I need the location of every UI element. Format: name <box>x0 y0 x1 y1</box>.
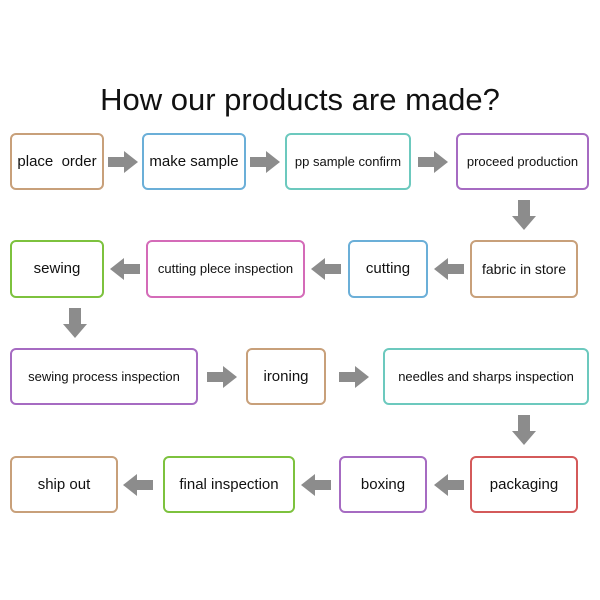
arrow-down-icon <box>512 200 536 230</box>
step-label: pp sample confirm <box>294 153 402 169</box>
step-pp-sample-confirm: pp sample confirm <box>285 133 411 190</box>
arrow-down-icon <box>512 415 536 445</box>
step-cutting: cutting <box>348 240 428 298</box>
step-label: final inspection <box>179 475 279 493</box>
step-proceed-production: proceed production <box>456 133 589 190</box>
step-fabric-in-store: fabric in store <box>470 240 578 298</box>
arrow-left-icon <box>123 474 153 496</box>
step-label: cutting plece inspection <box>157 261 294 276</box>
step-ship-out: ship out <box>10 456 118 513</box>
arrow-right-icon <box>108 151 138 173</box>
arrow-down-icon <box>63 308 87 338</box>
step-label: place order <box>17 152 97 170</box>
step-make-sample: make sample <box>142 133 246 190</box>
step-label: make sample <box>149 152 239 170</box>
step-place-order: place order <box>10 133 104 190</box>
step-label: sewing <box>33 260 81 277</box>
step-final-inspection: final inspection <box>163 456 295 513</box>
step-cutting-piece-inspection: cutting plece inspection <box>146 240 305 298</box>
step-needles-sharps-inspection: needles and sharps inspection <box>383 348 589 405</box>
step-label: cutting <box>365 260 411 277</box>
diagram-title: How our products are made? <box>100 82 500 117</box>
step-label: fabric in store <box>481 261 567 277</box>
arrow-left-icon <box>434 258 464 280</box>
arrow-right-icon <box>250 151 280 173</box>
step-packaging: packaging <box>470 456 578 513</box>
step-boxing: boxing <box>339 456 427 513</box>
arrow-left-icon <box>301 474 331 496</box>
step-label: sewing process inspection <box>28 368 180 384</box>
step-label: boxing <box>360 475 406 493</box>
arrow-left-icon <box>311 258 341 280</box>
step-sewing-process-inspection: sewing process inspection <box>10 348 198 405</box>
step-sewing: sewing <box>10 240 104 298</box>
step-label: ship out <box>37 475 91 493</box>
arrow-left-icon <box>110 258 140 280</box>
step-label: proceed production <box>466 153 579 169</box>
step-label: needles and sharps inspection <box>398 368 574 384</box>
step-ironing: ironing <box>246 348 326 405</box>
arrow-right-icon <box>339 366 369 388</box>
arrow-left-icon <box>434 474 464 496</box>
step-label: ironing <box>263 367 309 385</box>
step-label: packaging <box>489 475 559 493</box>
arrow-right-icon <box>207 366 237 388</box>
arrow-right-icon <box>418 151 448 173</box>
